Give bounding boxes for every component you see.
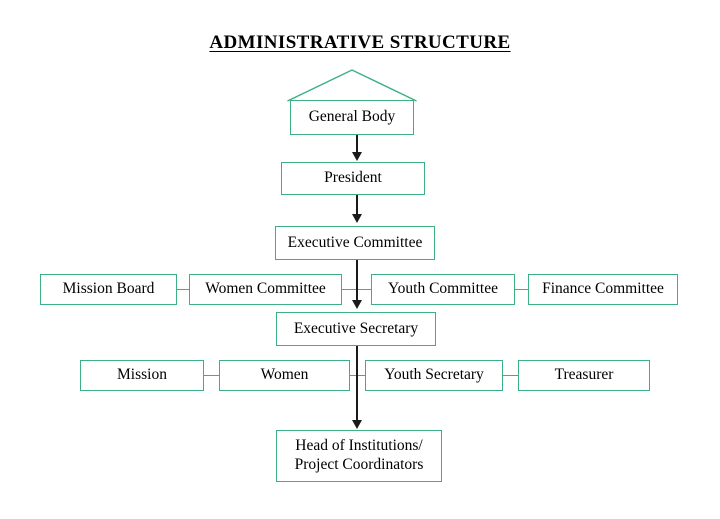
page-title: ADMINISTRATIVE STRUCTURE (209, 32, 511, 53)
node-finance-committee[interactable]: Finance Committee (528, 274, 678, 305)
node-label: Mission (117, 366, 167, 384)
edge-mission-women (204, 375, 219, 376)
node-label: Women Committee (205, 280, 326, 298)
node-executive-committee[interactable]: Executive Committee (275, 226, 435, 260)
node-youth-secretary[interactable]: Youth Secretary (365, 360, 503, 391)
node-label: Youth Committee (388, 280, 498, 298)
node-mission-board[interactable]: Mission Board (40, 274, 177, 305)
edge-women-youth-secretary (349, 375, 371, 376)
node-youth-committee[interactable]: Youth Committee (371, 274, 515, 305)
edge-mission-board-women-committee (176, 289, 190, 290)
node-mission[interactable]: Mission (80, 360, 204, 391)
edge-secretary-head-of-institutions (356, 346, 358, 423)
house-roof-icon (287, 69, 417, 102)
node-head-of-institutions[interactable]: Head of Institutions/ Project Coordinato… (276, 430, 442, 482)
arrowhead-head-of-institutions (352, 420, 362, 429)
edge-president-executive-committee (356, 195, 358, 217)
node-label: Youth Secretary (384, 366, 484, 384)
node-label: Treasurer (554, 366, 614, 384)
node-label: Finance Committee (542, 280, 664, 298)
node-label: Executive Secretary (293, 319, 419, 337)
node-general-body[interactable]: General Body (290, 100, 414, 135)
node-label: President (324, 169, 382, 187)
arrowhead-executive-secretary (352, 300, 362, 309)
node-women[interactable]: Women (219, 360, 350, 391)
node-treasurer[interactable]: Treasurer (518, 360, 650, 391)
node-president[interactable]: President (281, 162, 425, 195)
node-label: Head of Institutions/ Project Coordinato… (294, 437, 424, 473)
edge-youth-secretary-treasurer (502, 375, 518, 376)
node-label: Mission Board (62, 280, 155, 298)
edge-executive-committee-secretary (356, 260, 358, 302)
node-label: Women (260, 366, 309, 384)
edge-general-body-president (356, 135, 358, 155)
node-label: General Body (308, 108, 396, 126)
arrowhead-executive-committee (352, 214, 362, 223)
arrowhead-president (352, 152, 362, 161)
edge-youth-committee-finance-committee (514, 289, 528, 290)
node-label: Executive Committee (287, 233, 423, 251)
node-executive-secretary[interactable]: Executive Secretary (276, 312, 436, 346)
node-women-committee[interactable]: Women Committee (189, 274, 342, 305)
